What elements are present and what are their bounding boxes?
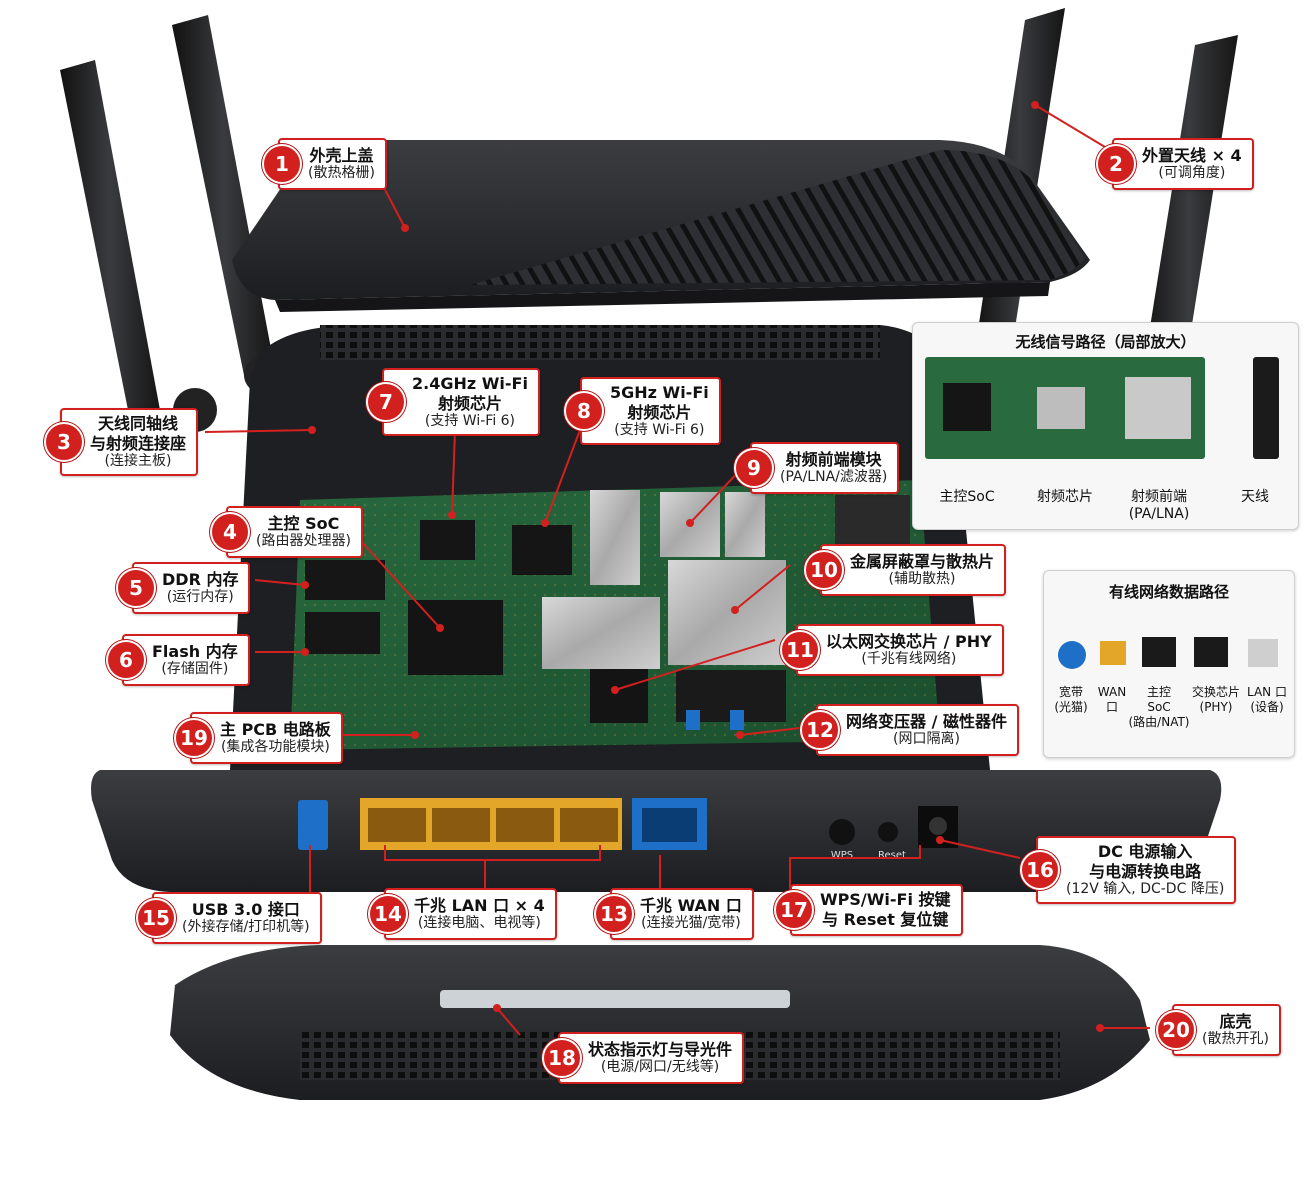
callout-10-sub: (辅助散热) [888, 571, 956, 588]
wired-path-panel: 有线网络数据路径 宽带 (光猫) WAN 口 主控 SoC (路由/NAT) 交… [1043, 570, 1295, 758]
callout-15: 15 USB 3.0 接口(外接存储/打印机等) [136, 892, 322, 944]
rear-ports: WPS Reset [298, 798, 958, 861]
soc-icon [1142, 637, 1176, 667]
callout-4: 4 主控 SoC(路由器处理器) [210, 506, 363, 558]
wired-panel-title: 有线网络数据路径 [1108, 583, 1229, 601]
callout-11: 11 以太网交换芯片 / PHY(千兆有线网络) [780, 624, 1004, 676]
leader-dots [301, 101, 1104, 1032]
callout-13-sub: (连接光猫/宽带) [641, 915, 741, 932]
callout-3-sub: (连接主板) [104, 453, 172, 470]
callout-19-sub: (集成各功能模块) [220, 739, 330, 756]
zoom-fem [1125, 377, 1191, 439]
wd-soc-label: 主控 SoC (路由/NAT) [1128, 685, 1190, 729]
callout-14-title: 千兆 LAN 口 × 4 [414, 895, 545, 915]
callout-6-sub: (存储固件) [161, 661, 229, 678]
callout-7-title: 2.4GHz Wi-Fi 射频芯片 [412, 374, 528, 413]
callout-4-title: 主控 SoC [267, 513, 340, 533]
callout-6-title: Flash 内存 [152, 641, 238, 661]
reset-label: Reset [878, 850, 906, 861]
callout-12-sub: (网口隔离) [893, 731, 960, 748]
callout-12: 12 网络变压器 / 磁性器件(网口隔离) [800, 704, 1019, 756]
flash-chip [305, 612, 380, 654]
main-pcb [290, 480, 940, 750]
ddr-chip [305, 560, 385, 600]
callout-12-title: 网络变压器 / 磁性器件 [846, 711, 1007, 731]
callout-9-sub: (PA/LNA/滤波器) [780, 469, 888, 486]
callout-18: 18 状态指示灯与导光件(电源/网口/无线等) [542, 1032, 745, 1084]
globe-icon [1058, 641, 1086, 669]
wps-label: WPS [831, 850, 853, 861]
zoom-antenna [1253, 357, 1279, 459]
wireless-zoom-image [925, 357, 1205, 459]
callout-8-sub: (支持 Wi-Fi 6) [614, 422, 705, 439]
callout-5-title: DDR 内存 [162, 569, 239, 589]
wd-wan-label: WAN 口 [1097, 685, 1127, 714]
wireless-panel-title: 无线信号路径（局部放大） [1015, 333, 1196, 351]
callout-9-title: 射频前端模块 [785, 449, 882, 469]
zoom-soc-chip [943, 383, 991, 431]
callout-3-title: 天线同轴线 与射频连接座 [90, 414, 187, 453]
callout-9: 9 射频前端模块(PA/LNA/滤波器) [734, 442, 900, 494]
callout-16-sub: (12V 输入, DC-DC 降压) [1066, 881, 1225, 898]
callout-6: 6 Flash 内存(存储固件) [106, 634, 250, 686]
callout-1: 1 外壳上盖(散热格栅) [262, 138, 387, 190]
callout-2: 2 外置天线 × 4(可调角度) [1096, 138, 1254, 190]
wireless-path-panel: 无线信号路径（局部放大） 主控SoC 射频芯片 射频前端 (PA/LNA) 天线 [912, 322, 1299, 530]
callout-17-title: WPS/Wi-Fi 按键 与 Reset 复位键 [820, 890, 951, 929]
wl-rf-label: 射频芯片 [1037, 489, 1093, 505]
callout-11-title: 以太网交换芯片 / PHY [826, 631, 992, 651]
wan-port-icon [1100, 641, 1126, 665]
callout-1-title: 外壳上盖 [309, 145, 374, 165]
lan-port-icon [1248, 639, 1278, 667]
wl-fem-label: 射频前端 (PA/LNA) [1128, 489, 1190, 522]
callout-5: 5 DDR 内存(运行内存) [116, 562, 251, 614]
callout-18-sub: (电源/网口/无线等) [600, 1059, 720, 1076]
callout-19-title: 主 PCB 电路板 [220, 719, 331, 739]
callout-10-title: 金属屏蔽罩与散热片 [850, 551, 995, 571]
callout-8: 8 5GHz Wi-Fi 射频芯片(支持 Wi-Fi 6) [564, 377, 721, 446]
wd-broadband-label: 宽带 (光猫) [1054, 685, 1088, 714]
wd-phy-label: 交换芯片 (PHY) [1191, 685, 1240, 714]
phy-icon [1194, 637, 1228, 667]
chip-5g [512, 525, 572, 575]
leader-lines [204, 104, 1150, 1036]
callout-4-sub: (路由器处理器) [256, 533, 351, 550]
callout-3: 3 天线同轴线 与射频连接座(连接主板) [44, 408, 199, 477]
wl-soc-label: 主控SoC [939, 489, 995, 505]
callout-15-sub: (外接存储/打印机等) [182, 919, 310, 936]
callout-7-sub: (支持 Wi-Fi 6) [424, 413, 516, 430]
callout-8-title: 5GHz Wi-Fi 射频芯片 [610, 383, 709, 422]
callout-13: 13 千兆 WAN 口(连接光猫/宽带) [594, 888, 754, 940]
heatsink [590, 490, 640, 585]
callout-19: 19 主 PCB 电路板(集成各功能模块) [174, 712, 343, 764]
soc-chip [408, 600, 503, 675]
callout-18-title: 状态指示灯与导光件 [588, 1039, 733, 1059]
callout-14-sub: (连接电脑、电视等) [417, 915, 541, 932]
callout-14: 14 千兆 LAN 口 × 4(连接电脑、电视等) [368, 888, 557, 940]
callout-20-sub: (散热开孔) [1202, 1031, 1269, 1048]
callout-15-title: USB 3.0 接口 [191, 899, 300, 919]
callout-20: 20 底壳(散热开孔) [1156, 1004, 1281, 1056]
callout-11-sub: (千兆有线网络) [861, 651, 957, 668]
callout-5-sub: (运行内存) [166, 589, 234, 606]
top-cover [232, 140, 1090, 312]
callout-2-title: 外置天线 × 4 [1142, 145, 1242, 165]
callout-10: 10 金属屏蔽罩与散热片(辅助散热) [804, 544, 1007, 596]
callout-16-title: DC 电源输入 与电源转换电路 [1089, 842, 1202, 881]
callout-7: 7 2.4GHz Wi-Fi 射频芯片(支持 Wi-Fi 6) [366, 368, 540, 437]
chip-2g [420, 520, 475, 560]
wd-lan-label: LAN 口 (设备) [1247, 685, 1287, 714]
callout-17: 17 WPS/Wi-Fi 按键 与 Reset 复位键 [774, 884, 963, 936]
callout-13-title: 千兆 WAN 口 [640, 895, 742, 915]
zoom-rf-chip [1037, 387, 1085, 429]
callout-16: 16 DC 电源输入 与电源转换电路(12V 输入, DC-DC 降压) [1020, 836, 1237, 905]
callout-1-sub: (散热格栅) [308, 165, 375, 182]
callout-2-sub: (可调角度) [1158, 165, 1226, 182]
phy-chip [590, 668, 648, 723]
wl-antenna-label: 天线 [1241, 489, 1269, 505]
callout-20-title: 底壳 [1219, 1011, 1252, 1031]
